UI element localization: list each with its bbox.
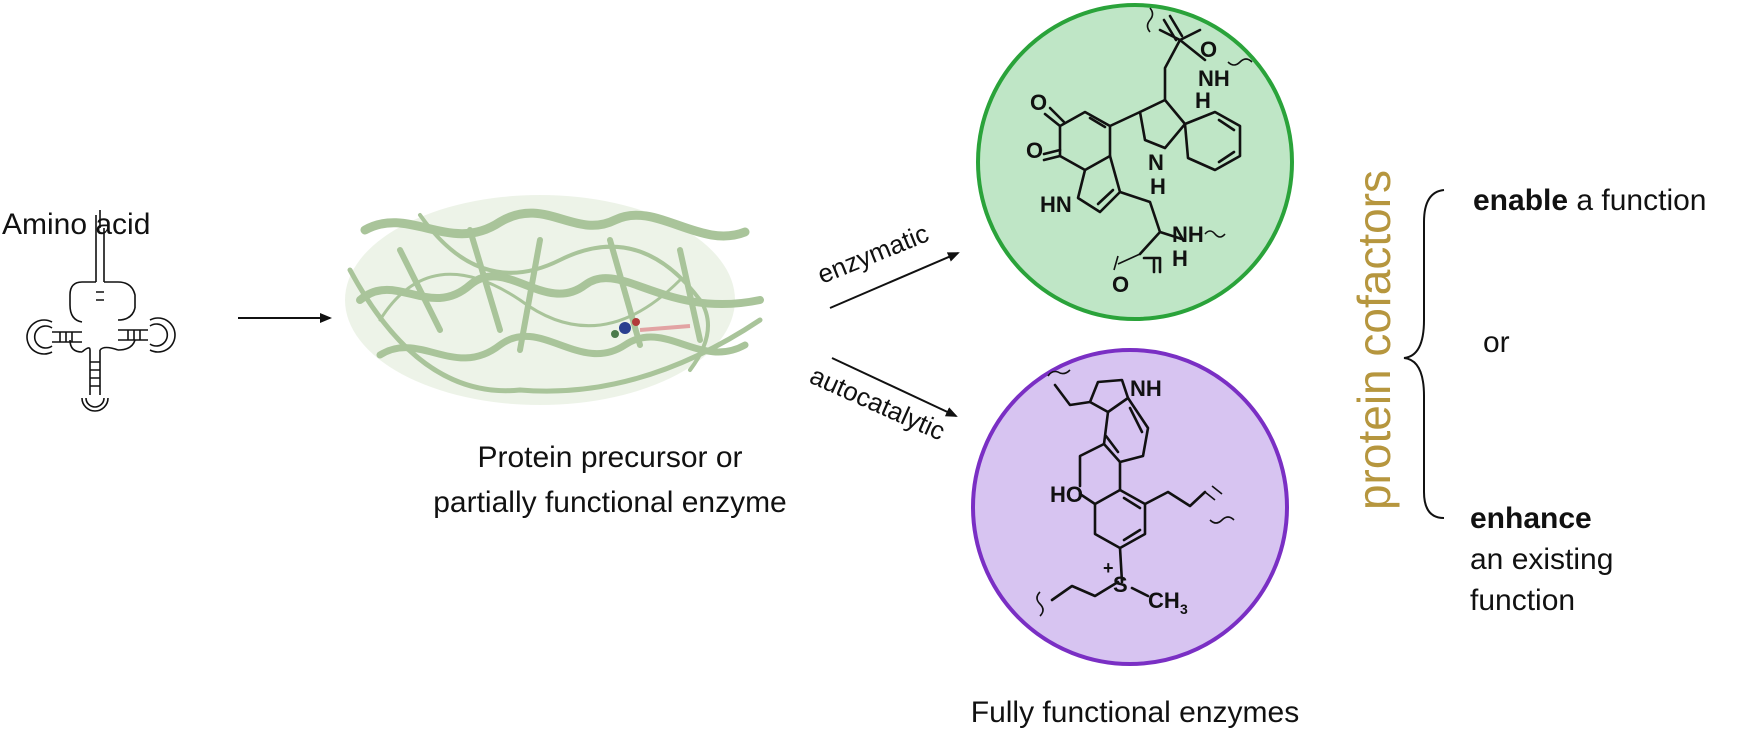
protein-structure-image xyxy=(345,195,764,405)
atom-ch: CH xyxy=(1148,588,1180,613)
atom-h-top: H xyxy=(1195,88,1211,113)
enable-bold: enable xyxy=(1473,184,1568,217)
atom-o-top: O xyxy=(1200,37,1217,62)
enhance-line3: function xyxy=(1470,584,1575,617)
or-text: or xyxy=(1483,326,1510,359)
atom-n-indole: N xyxy=(1148,150,1164,175)
arrow-autocatalytic xyxy=(831,357,958,417)
atom-h-indole: H xyxy=(1150,174,1166,199)
enhance-line2: an existing xyxy=(1470,543,1613,576)
atom-ch3-subscript: 3 xyxy=(1180,601,1188,617)
cofactors-title: protein cofactors xyxy=(1348,170,1400,510)
enable-rest: a function xyxy=(1568,184,1706,217)
green-cofactor-circle xyxy=(976,3,1294,321)
arrow-enzymatic xyxy=(829,252,960,309)
atom-o-left-2: O xyxy=(1026,138,1043,163)
trna-label: Amino acid xyxy=(2,208,150,241)
enhance-bold: enhance xyxy=(1470,502,1592,535)
curly-brace xyxy=(1403,189,1445,519)
enable-text: enable a function xyxy=(1473,184,1706,217)
atom-nh-bottom: NH xyxy=(1172,222,1204,247)
trna-icon xyxy=(26,210,176,412)
atom-ho: HO xyxy=(1050,482,1083,507)
atom-nh-purple: NH xyxy=(1130,376,1162,401)
purple-cofactor-circle xyxy=(971,348,1289,666)
atom-hn-left: HN xyxy=(1040,192,1072,217)
enzymes-caption: Fully functional enzymes xyxy=(971,696,1299,729)
atom-s: S xyxy=(1113,572,1128,597)
precursor-caption-line2: partially functional enzyme xyxy=(433,486,787,519)
atom-h-bottom: H xyxy=(1172,246,1188,271)
label-enzymatic: enzymatic xyxy=(813,218,933,290)
atom-nh-top: NH xyxy=(1198,66,1230,91)
precursor-caption-line1: Protein precursor or xyxy=(477,441,742,474)
atom-plus: + xyxy=(1103,558,1114,578)
atom-o-left-1: O xyxy=(1030,90,1047,115)
atom-o-bottom: O xyxy=(1112,272,1129,297)
